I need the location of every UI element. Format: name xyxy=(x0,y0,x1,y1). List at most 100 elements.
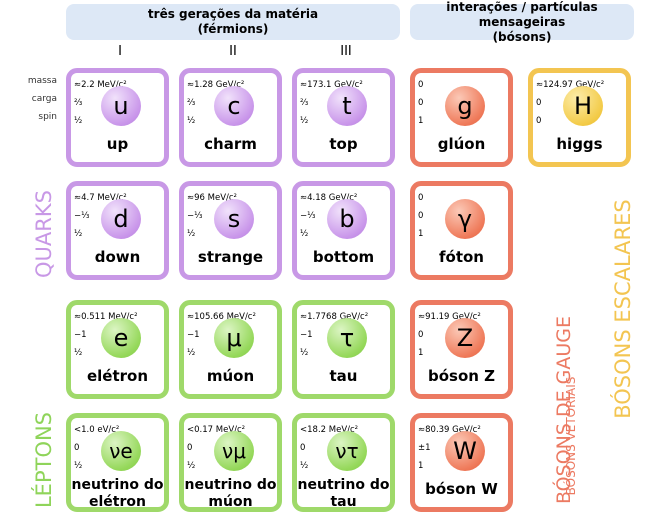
particle-name-line-1: neutrino do xyxy=(184,477,277,493)
particle-symbol: g xyxy=(445,86,485,126)
particle-name-line-2: elétron xyxy=(89,494,146,510)
charge-value: 0 xyxy=(536,98,542,108)
spin-value: ½ xyxy=(300,461,309,471)
leptons-group-label: LÉPTONS xyxy=(32,411,56,509)
particle-symbol: ντ xyxy=(327,431,367,471)
spin-value: 1 xyxy=(418,229,424,239)
particle-name: strange xyxy=(197,248,264,266)
particle-name: elétron xyxy=(86,367,149,385)
spin-value: ½ xyxy=(74,116,83,126)
particle-name: down xyxy=(94,248,141,266)
particle-symbol: τ xyxy=(327,318,367,358)
particle-name: tau xyxy=(329,367,358,385)
mass-value: <18.2 MeV/c² xyxy=(300,425,359,435)
mass-value: ≈4.18 GeV/c² xyxy=(300,193,358,203)
particle-name: múon xyxy=(206,367,255,385)
particle-name: bóson Z xyxy=(427,367,496,385)
charge-value: ⅔ xyxy=(187,98,196,108)
charge-value: 0 xyxy=(418,330,424,340)
particle-card-z-boson: ≈91.19 GeV/c² 0 1 Z bóson Z xyxy=(410,300,513,399)
spin-value: 1 xyxy=(418,116,424,126)
particle-name: fóton xyxy=(439,248,484,266)
quarks-group-label: QUARKS xyxy=(32,190,56,278)
mass-value: ≈80.39 GeV/c² xyxy=(418,425,481,435)
spin-value: ½ xyxy=(300,348,309,358)
spin-value: ½ xyxy=(74,348,83,358)
mass-value: 0 xyxy=(418,80,424,90)
spin-value: 1 xyxy=(418,348,424,358)
particle-symbol: νe xyxy=(101,431,141,471)
mass-value: ≈0.511 MeV/c² xyxy=(74,312,138,322)
particle-name-line-1: neutrino do xyxy=(71,477,164,493)
bosons-header-title: interações / partículas mensageiras xyxy=(446,0,598,29)
spin-value: 1 xyxy=(418,461,424,471)
spin-row-label: spin xyxy=(38,112,57,122)
vector-bosons-group-label: BÓSONS VETORIAIS xyxy=(564,376,578,496)
charge-value: 0 xyxy=(418,98,424,108)
mass-value: ≈4.7 MeV/c² xyxy=(74,193,127,203)
particle-name: up xyxy=(106,135,129,153)
spin-value: 0 xyxy=(536,116,542,126)
charge-value: ±1 xyxy=(418,443,431,453)
particle-card-electron: ≈0.511 MeV/c² −1 ½ e elétron xyxy=(66,300,169,399)
charge-value: −⅓ xyxy=(74,211,90,221)
particle-symbol: d xyxy=(101,199,141,239)
particle-name: glúon xyxy=(437,135,486,153)
mass-value: ≈96 MeV/c² xyxy=(187,193,237,203)
particle-symbol: W xyxy=(445,431,485,471)
spin-value: ½ xyxy=(187,461,196,471)
bosons-header-subtitle: (bósons) xyxy=(492,29,552,44)
charge-value: −1 xyxy=(74,330,87,340)
particle-symbol: H xyxy=(563,86,603,126)
particle-name: bóson W xyxy=(425,480,498,498)
particle-name-line-2: múon xyxy=(208,494,253,510)
charge-value: 0 xyxy=(418,211,424,221)
charge-value: ⅔ xyxy=(300,98,309,108)
charge-value: ⅔ xyxy=(74,98,83,108)
mass-value: ≈1.7768 GeV/c² xyxy=(300,312,369,322)
spin-value: ½ xyxy=(187,116,196,126)
mass-value: 0 xyxy=(418,193,424,203)
fermions-header: três gerações da matéria (férmions) xyxy=(66,4,400,40)
particle-name: higgs xyxy=(556,135,603,153)
particle-symbol: e xyxy=(101,318,141,358)
mass-value: ≈173.1 GeV/c² xyxy=(300,80,363,90)
generation-1-label: I xyxy=(118,44,122,59)
bosons-header: interações / partículas mensageiras (bós… xyxy=(410,0,634,44)
mass-value: ≈2.2 MeV/c² xyxy=(74,80,127,90)
particle-symbol: μ xyxy=(214,318,254,358)
charge-value: −1 xyxy=(300,330,313,340)
mass-value: ≈91.19 GeV/c² xyxy=(418,312,481,322)
particle-symbol: γ xyxy=(445,199,485,239)
mass-row-label: massa xyxy=(27,76,57,86)
spin-value: ½ xyxy=(187,348,196,358)
charge-value: 0 xyxy=(74,443,80,453)
particle-symbol: u xyxy=(101,86,141,126)
particle-card-w-boson: ≈80.39 GeV/c² ±1 1 W bóson W xyxy=(410,413,513,512)
charge-value: −⅓ xyxy=(300,211,316,221)
mass-value: <1.0 eV/c² xyxy=(74,425,120,435)
particle-name-line-1: neutrino do xyxy=(297,477,390,493)
particle-card-bottom: ≈4.18 GeV/c² −⅓ ½ b bottom xyxy=(292,181,395,280)
particle-symbol: b xyxy=(327,199,367,239)
generation-2-label: II xyxy=(229,44,237,59)
particle-symbol: Z xyxy=(445,318,485,358)
generation-3-label: III xyxy=(340,44,352,59)
spin-value: ½ xyxy=(300,229,309,239)
particle-name-line-2: tau xyxy=(330,494,357,510)
fermions-header-title: três gerações da matéria xyxy=(147,7,319,21)
particle-symbol: t xyxy=(327,86,367,126)
spin-value: ½ xyxy=(187,229,196,239)
mass-value: ≈124.97 GeV/c² xyxy=(536,80,605,90)
spin-value: ½ xyxy=(74,229,83,239)
particle-symbol: s xyxy=(214,199,254,239)
mass-value: <0.17 MeV/c² xyxy=(187,425,246,435)
mass-value: ≈1.28 GeV/c² xyxy=(187,80,245,90)
particle-name: bottom xyxy=(312,248,375,266)
